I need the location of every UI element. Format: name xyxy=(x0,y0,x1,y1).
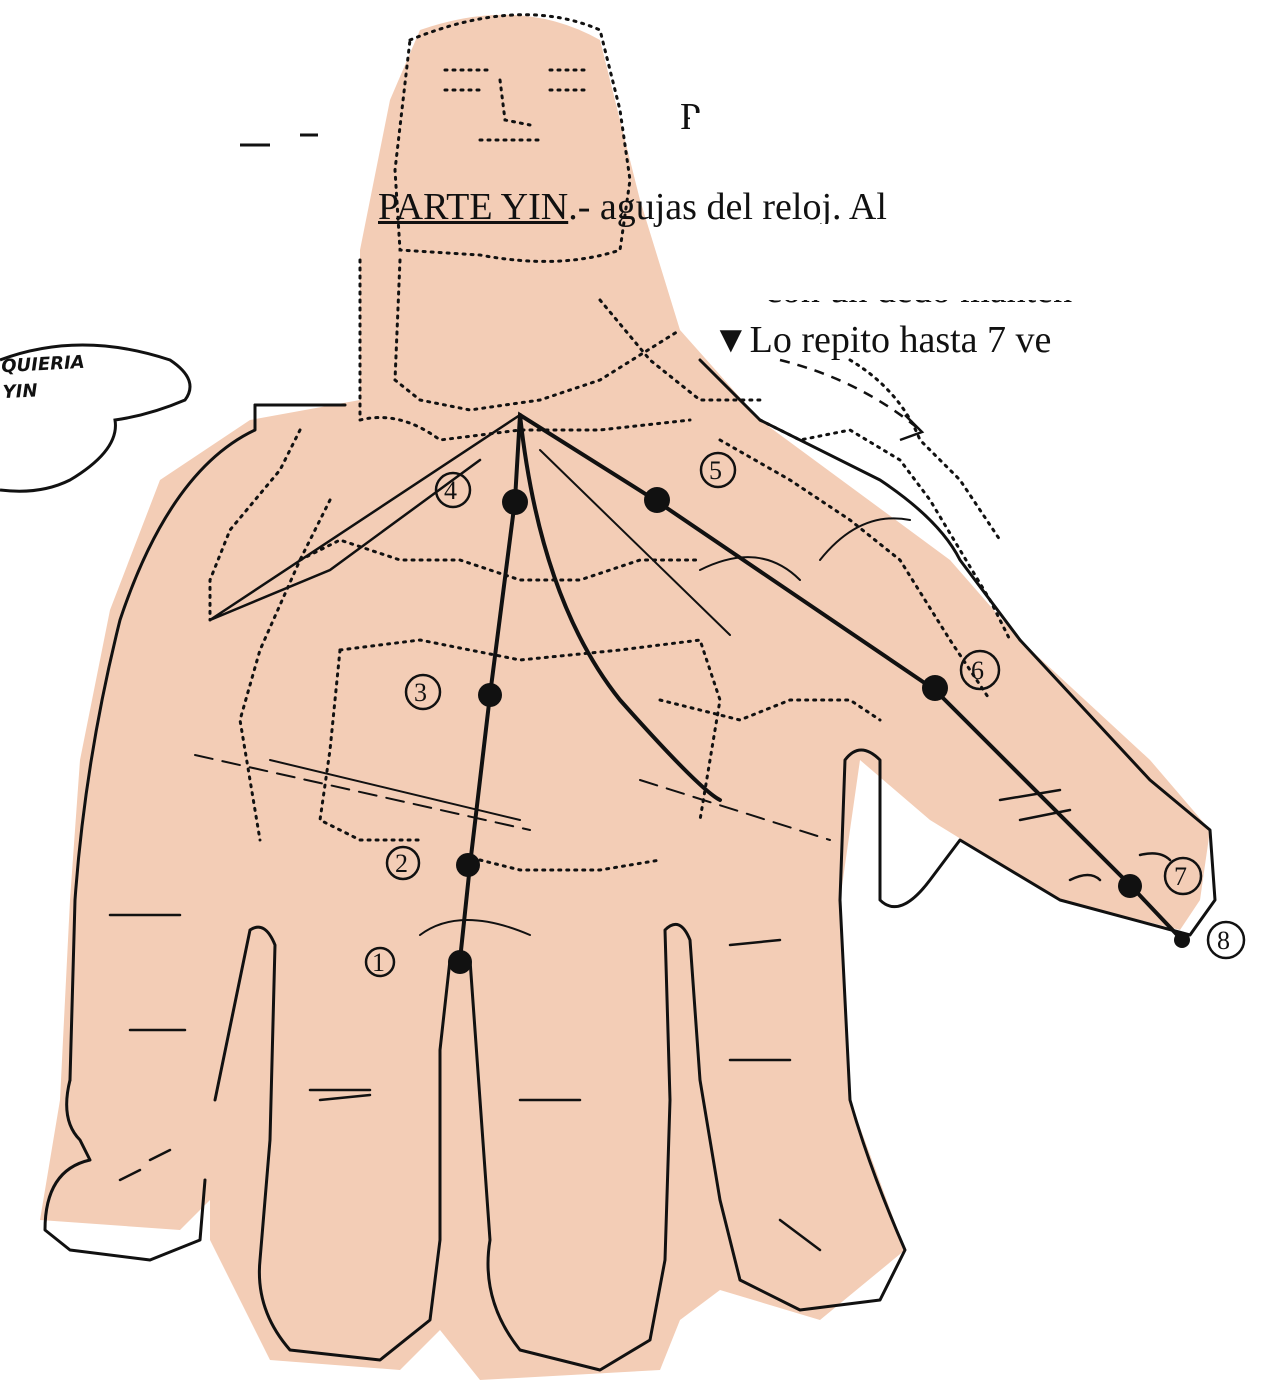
text-line-4-content: Lo repito hasta 7 ve xyxy=(750,319,1052,361)
callout-text: QUIERIA YIN xyxy=(1,350,87,406)
bullet-icon: ▼ xyxy=(712,319,750,361)
redaction-box-1 xyxy=(690,113,1264,185)
callout-line-2: YIN xyxy=(2,376,87,406)
acupoint-label-6: 6 xyxy=(971,656,984,685)
text-line-2: PARTE YIN.- agujas del reloj. Al xyxy=(378,185,887,229)
text-line-4: ▼Lo repito hasta 7 ve xyxy=(712,318,1051,362)
acupoint-label-3: 3 xyxy=(414,678,427,707)
acupoint-8: 8 xyxy=(1174,922,1244,958)
acupoint-label-1: 1 xyxy=(372,948,385,977)
stray-marks xyxy=(240,135,318,145)
dashed-arrow xyxy=(780,360,922,440)
acupoint-label-8: 8 xyxy=(1217,926,1230,955)
acupoint-label-4: 4 xyxy=(444,476,457,505)
acupoint-label-2: 2 xyxy=(395,849,408,878)
redaction-box-2 xyxy=(718,224,1264,300)
text-line-2-rest: .- agujas del reloj. Al xyxy=(568,186,887,228)
parte-yin-heading: PARTE YIN xyxy=(378,186,568,228)
callout-line-1: QUIERIA xyxy=(1,350,86,380)
acupoint-label-5: 5 xyxy=(709,456,722,485)
acupoint-label-7: 7 xyxy=(1174,862,1187,891)
